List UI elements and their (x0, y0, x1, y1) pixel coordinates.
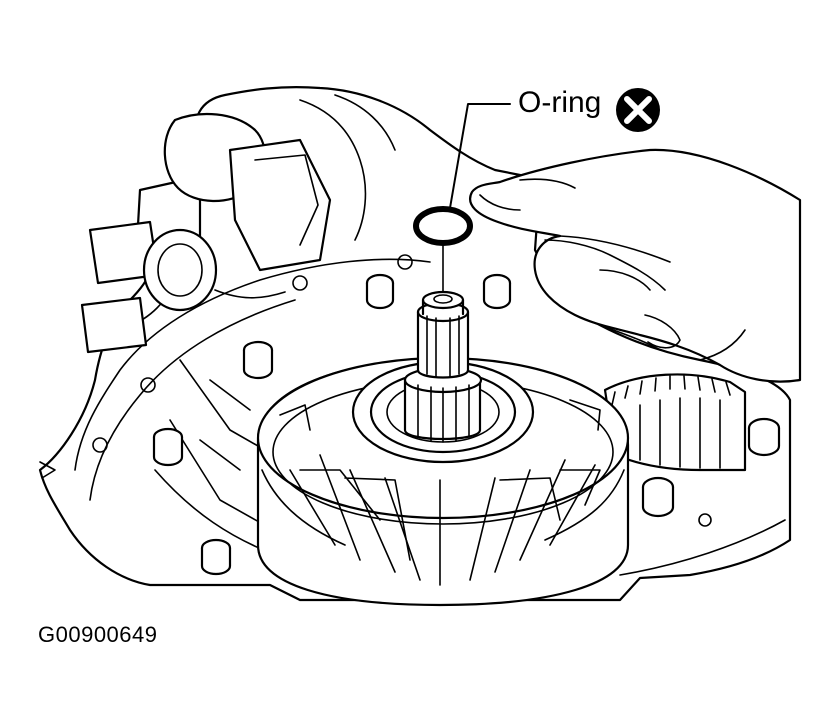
technician-hand (469, 148, 802, 383)
stud (200, 538, 232, 576)
stud (747, 417, 781, 457)
stud (482, 273, 512, 310)
callout-leader (449, 103, 511, 209)
input-shaft (403, 245, 483, 443)
o-ring-label: O-ring (518, 86, 602, 119)
stud (641, 476, 675, 518)
case-studs (152, 273, 781, 576)
stud (242, 340, 274, 380)
stud (152, 427, 184, 467)
valve-body-housing (80, 94, 396, 354)
stud (365, 273, 395, 310)
x-in-circle-icon (616, 88, 660, 132)
figure-code: G00900649 (38, 622, 158, 647)
ring-gear (603, 373, 747, 472)
o-ring (413, 206, 473, 246)
